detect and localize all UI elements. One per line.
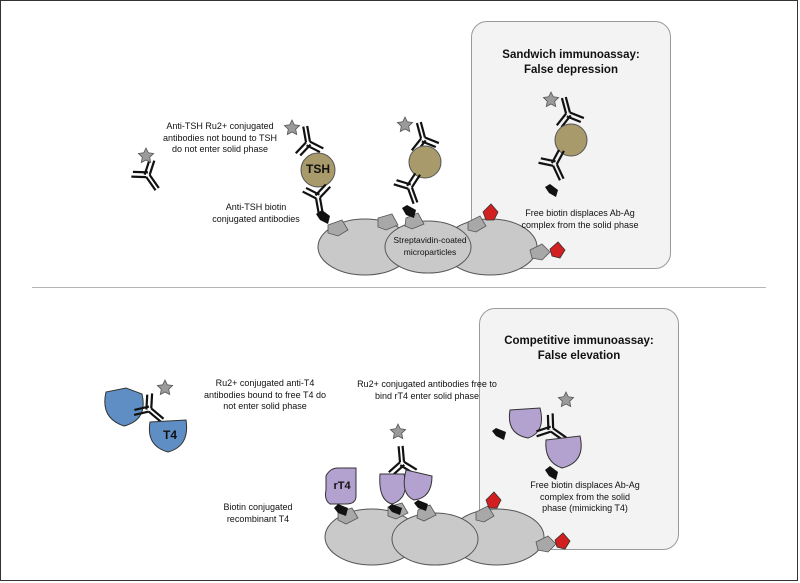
free-biotin-marker bbox=[485, 491, 502, 509]
free-biotin-marker bbox=[482, 203, 499, 221]
label-ru-t4: Ru2+ conjugated anti-T4 antibodies bound… bbox=[204, 378, 326, 411]
microparticle bbox=[384, 220, 472, 274]
ruthenium-star bbox=[389, 423, 407, 439]
tsh-bottom-antibody bbox=[301, 182, 336, 218]
label-biotin-rt4: Biotin conjugated recombinant T4 bbox=[223, 502, 293, 524]
tsh-antigen bbox=[300, 152, 336, 188]
bound-antigen bbox=[408, 145, 442, 179]
biotin-marker bbox=[402, 205, 416, 218]
biotin-marker bbox=[414, 500, 428, 511]
displaced-antigen-top bbox=[508, 407, 542, 439]
rt4-label: rT4 bbox=[333, 480, 351, 492]
streptavidin-site bbox=[535, 535, 557, 553]
rt4-bound-antibody bbox=[385, 443, 419, 477]
streptavidin-site bbox=[529, 243, 551, 261]
panel-divider bbox=[32, 287, 766, 288]
biotin-marker bbox=[492, 428, 506, 440]
biotin-marker bbox=[334, 504, 348, 516]
label-free-biotin-bottom: Free biotin displaces Ab-Ag complex from… bbox=[530, 480, 640, 513]
label-free-biotin-top: Free biotin displaces Ab-Ag complex from… bbox=[521, 208, 639, 230]
biotin-marker bbox=[388, 504, 402, 515]
label-biotin-antibodies: Anti-TSH biotin conjugated antibodies bbox=[212, 202, 300, 224]
unbound-antibody bbox=[128, 157, 170, 199]
tsh-label: TSH bbox=[306, 162, 330, 176]
ruthenium-star bbox=[558, 391, 574, 407]
biotin-marker bbox=[545, 184, 558, 197]
displaced-antigen bbox=[554, 123, 588, 157]
free-biotin-marker bbox=[549, 241, 566, 259]
ruthenium-star bbox=[156, 379, 174, 395]
t4-antigen-top bbox=[104, 387, 144, 427]
biotin-marker bbox=[545, 466, 558, 480]
rt4-bound-antigen-b bbox=[403, 469, 433, 501]
rt4-bound-antigen-a bbox=[379, 473, 406, 505]
streptavidin-site bbox=[475, 505, 495, 523]
label-unbound-antibodies: Anti-TSH Ru2+ conjugated antibodies not … bbox=[163, 121, 277, 154]
t4-label: T4 bbox=[162, 428, 177, 442]
ruthenium-star bbox=[396, 116, 414, 132]
displaced-antigen-bottom bbox=[545, 435, 582, 469]
streptavidin-site bbox=[327, 219, 349, 237]
streptavidin-site bbox=[404, 212, 425, 230]
streptavidin-site bbox=[377, 213, 399, 231]
top-inset-title: Sandwich immunoassay: False depression bbox=[502, 49, 640, 76]
microparticle bbox=[391, 512, 479, 566]
free-biotin-marker bbox=[554, 532, 571, 550]
ruthenium-star bbox=[543, 91, 559, 107]
rt4-antigen bbox=[325, 467, 357, 505]
label-microparticles: Streptavidin-coated microparticles bbox=[393, 235, 467, 257]
streptavidin-site bbox=[467, 215, 487, 233]
bottom-inset-title: Competitive immunoassay: False elevation bbox=[504, 335, 654, 362]
t4-antigen bbox=[148, 419, 188, 453]
label-free-bind: Ru2+ conjugated antibodies free to bind … bbox=[357, 379, 497, 401]
